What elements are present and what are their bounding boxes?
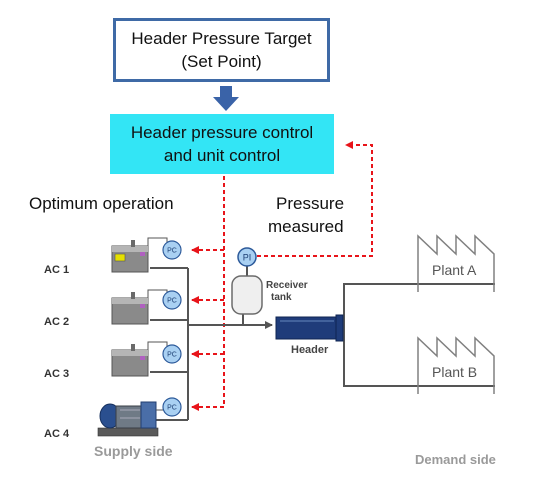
pressure-label: Pressure [276, 194, 345, 213]
pi-gauge [237, 247, 257, 267]
demand-side-label: Demand side [415, 452, 496, 467]
control-line1: Header pressure control [130, 123, 314, 142]
header-label: Header [291, 344, 329, 356]
pc-controller-ac2 [162, 290, 182, 310]
pi-label: PI [243, 253, 252, 263]
pc-label-ac3: PC [167, 352, 177, 359]
ac1-label: AC 1 [44, 264, 70, 276]
plant-b-label: Plant B [432, 364, 478, 380]
pressure-feedback-line [257, 141, 373, 257]
compressor-ac3-icon [111, 341, 168, 377]
measured-label: measured [268, 217, 344, 236]
receiver-line2: tank [271, 292, 292, 303]
supply-side-label: Supply side [94, 443, 173, 459]
pc-controller-ac1 [162, 240, 182, 260]
control-box: Header pressure control and unit control [110, 114, 334, 174]
control-line2: and unit control [163, 146, 281, 165]
pc-label-ac1: PC [167, 248, 177, 255]
receiver-line1: Receiver [266, 280, 308, 291]
ac4-label: AC 4 [44, 428, 70, 440]
pc-label-ac4: PC [167, 405, 177, 412]
plant-b-factory-icon [417, 336, 495, 394]
ac3-label: AC 3 [44, 368, 70, 380]
receiver-tank [231, 275, 263, 315]
compressor-ac2-icon [111, 289, 168, 325]
setpoint-down-arrow [213, 86, 239, 111]
setpoint-line1: Header Pressure Target [131, 29, 312, 48]
plant-a-label: Plant A [432, 262, 477, 278]
pc-controller-ac4 [162, 397, 182, 417]
plant-a-factory-icon [417, 234, 495, 292]
compressor-ac4-icon [97, 401, 168, 437]
setpoint-line2: (Set Point) [181, 52, 262, 71]
setpoint-box: Header Pressure Target (Set Point) [113, 18, 330, 82]
compressor-ac1-icon [111, 237, 168, 273]
ac2-label: AC 2 [44, 316, 70, 328]
optimum-operation-label: Optimum operation [29, 194, 174, 213]
pc-label-ac2: PC [167, 298, 177, 305]
pc-controller-ac3 [162, 344, 182, 364]
header-pipe [275, 314, 344, 342]
